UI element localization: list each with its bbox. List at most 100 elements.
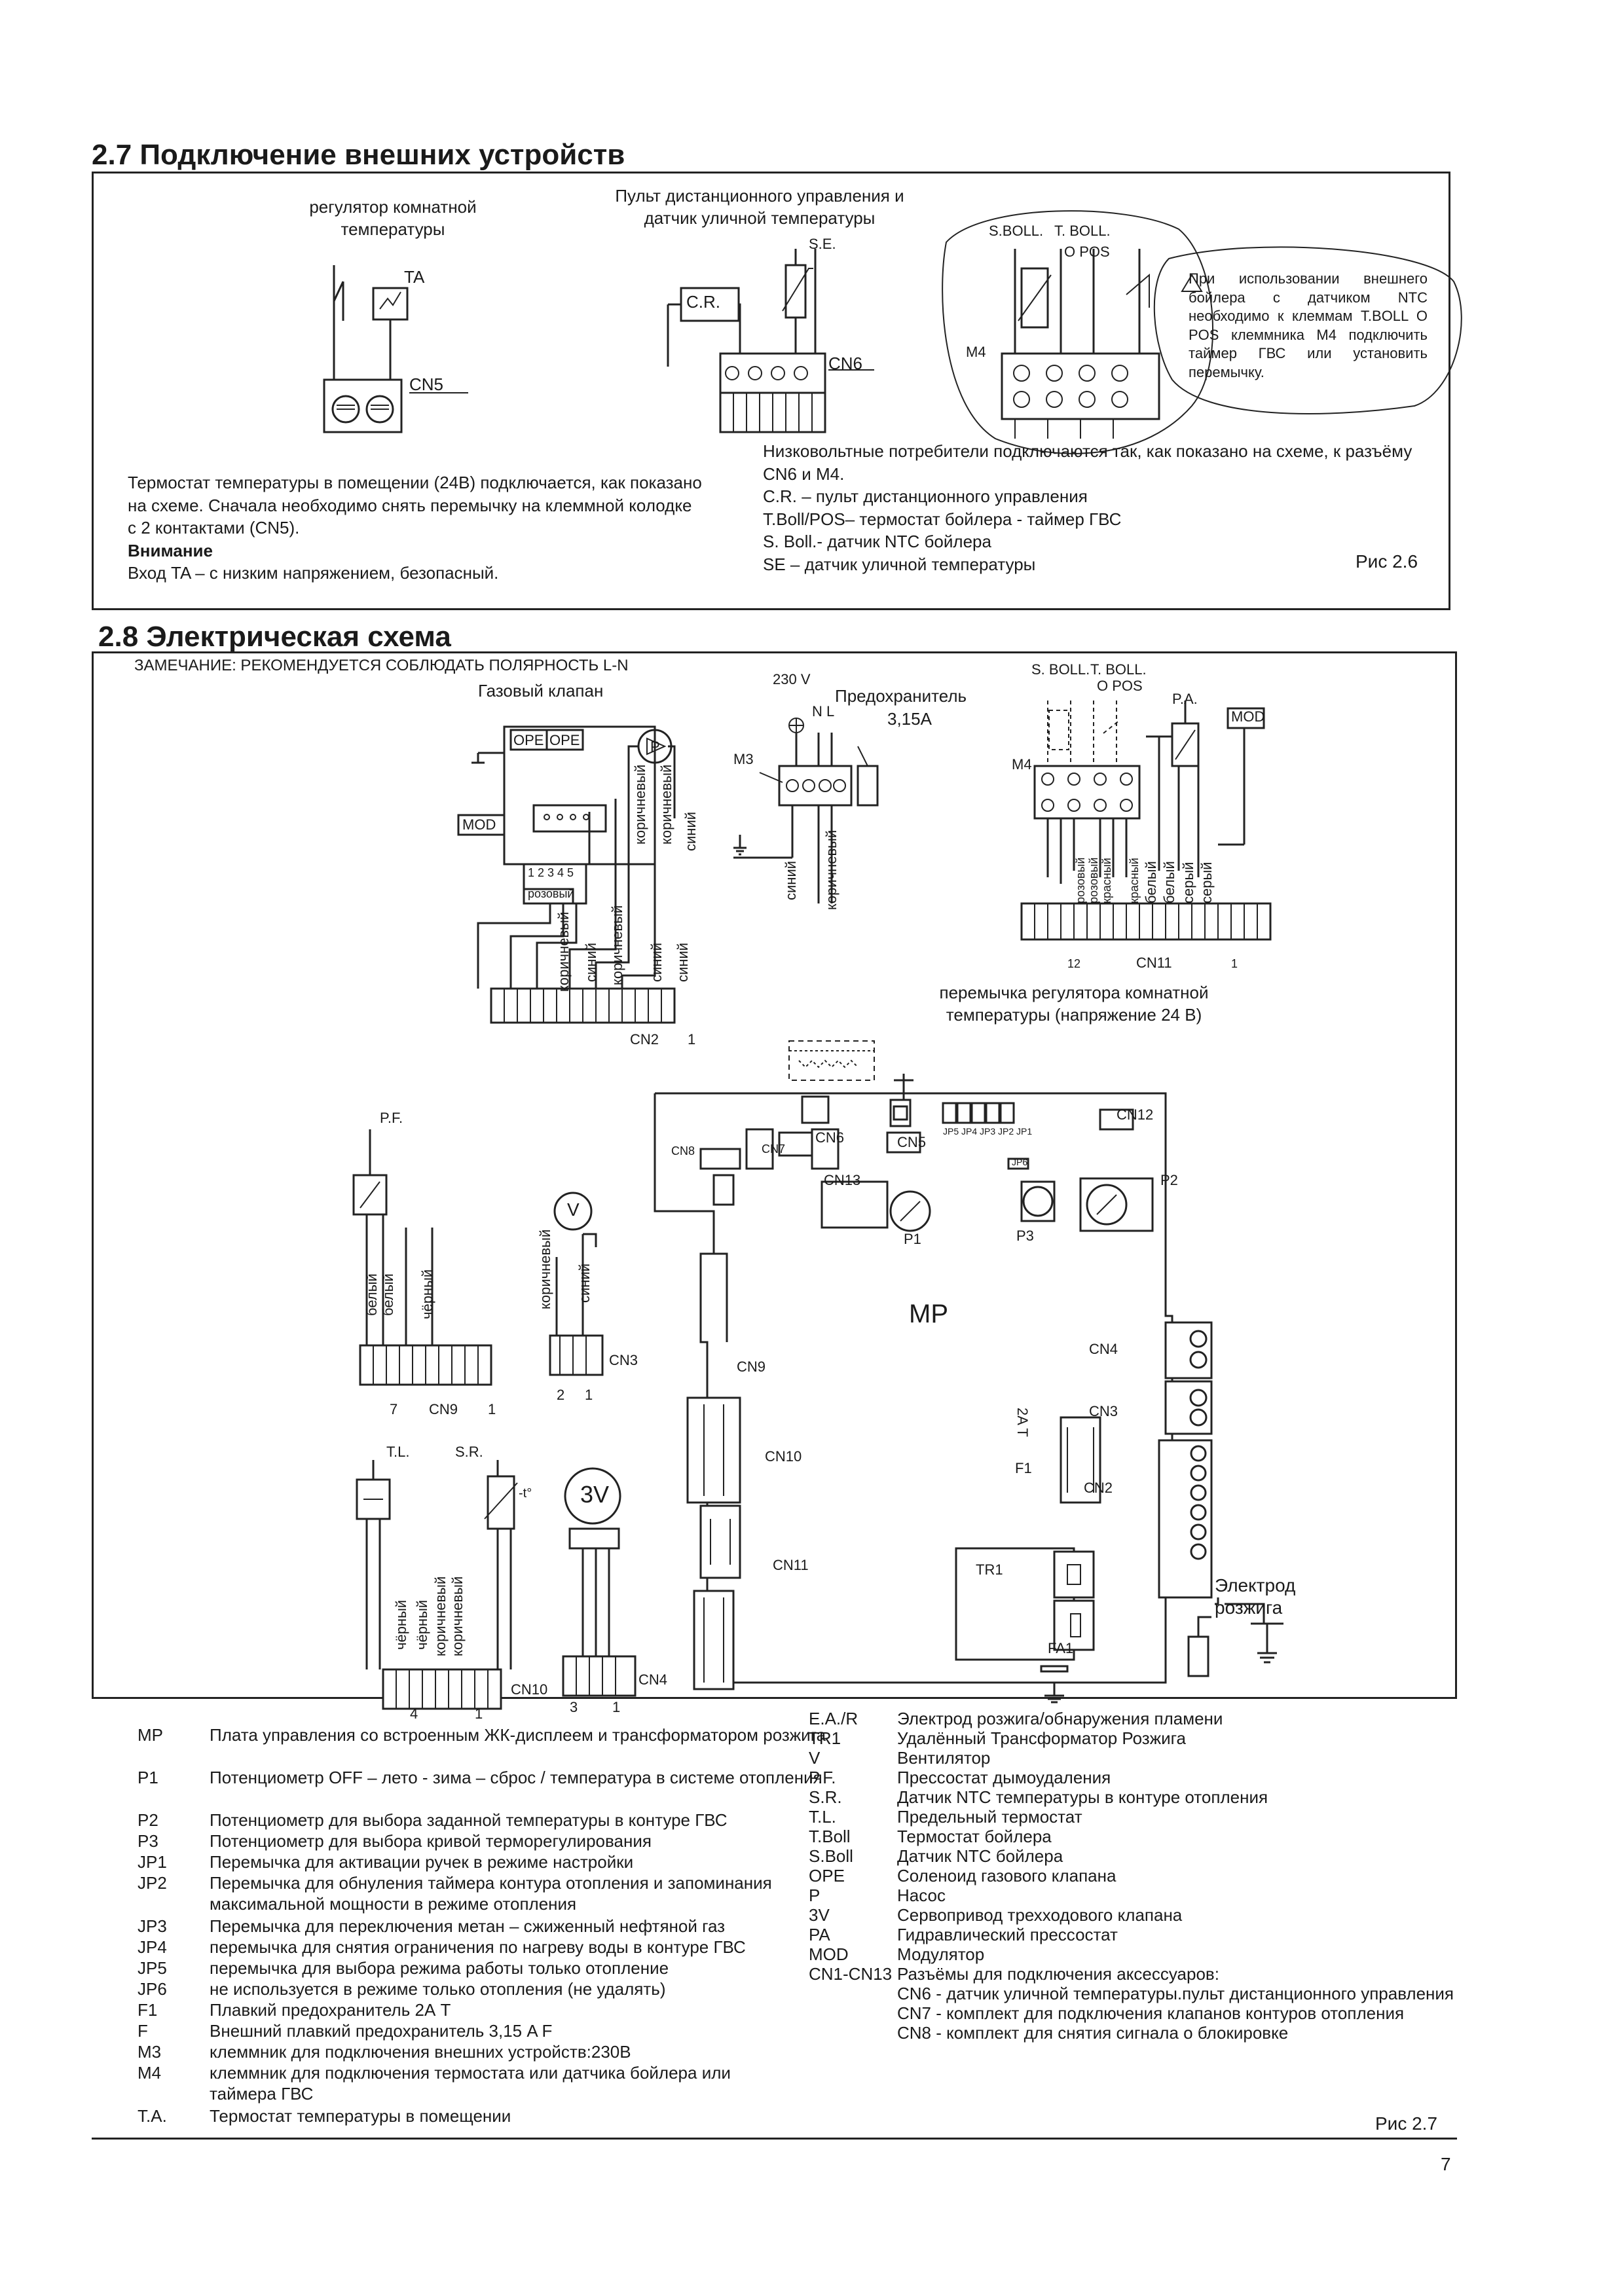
opos-label: O POS bbox=[1064, 244, 1110, 260]
tl-label: T.L. bbox=[386, 1444, 410, 1460]
cn13-label: CN13 bbox=[824, 1172, 861, 1188]
cn3-board-label: CN3 bbox=[1089, 1403, 1118, 1419]
low-voltage-paragraph: Низковольтные потребители подключаются т… bbox=[763, 441, 1412, 574]
wire-red-1: красный bbox=[1100, 858, 1113, 903]
wire-brown-3: коричневый bbox=[632, 764, 648, 845]
section-28-title: 2.8 Электрическая схема bbox=[98, 621, 451, 653]
fuse-value: 3,15A bbox=[887, 709, 932, 729]
wire-brown-2: коричневый bbox=[609, 905, 625, 985]
pins-label: 1 2 3 4 5 bbox=[528, 866, 574, 879]
ta-cn5-diagram bbox=[323, 265, 468, 433]
m3-mains-diagram bbox=[733, 718, 879, 903]
wire-black-3: чёрный bbox=[414, 1599, 430, 1650]
pf-cn9-diagram bbox=[352, 1129, 492, 1386]
mod-label: MOD bbox=[462, 816, 496, 833]
valve-3v-label: 3V bbox=[580, 1481, 610, 1508]
cn9-pin7: 7 bbox=[390, 1401, 398, 1417]
section-27-frame bbox=[92, 172, 1450, 610]
p2-label: P2 bbox=[1160, 1172, 1178, 1188]
room-thermostat-paragraph: Термостат температуры в помещении (24В) … bbox=[128, 473, 702, 583]
m3-label: M3 bbox=[733, 751, 754, 767]
ope2-label: OPE bbox=[549, 732, 580, 748]
cn5-label: CN5 bbox=[409, 374, 444, 394]
fa1-label: FA1 bbox=[1048, 1640, 1074, 1656]
cn4-board-label: CN4 bbox=[1089, 1341, 1118, 1357]
cn10-label: CN10 bbox=[511, 1681, 548, 1698]
cn4-pin1: 1 bbox=[612, 1699, 621, 1715]
cn2-label: CN2 bbox=[630, 1031, 659, 1048]
wire-blue-5: синий bbox=[783, 860, 799, 900]
cr-se-cn6-diagram bbox=[667, 249, 874, 433]
cn10-pin1: 1 bbox=[475, 1705, 483, 1722]
wire-white-4: белый bbox=[380, 1273, 396, 1316]
cn11-pin12: 12 bbox=[1067, 957, 1081, 970]
cn11-top-label: CN11 bbox=[1136, 955, 1172, 971]
wire-brown-4: коричневый bbox=[658, 764, 674, 845]
wire-grey-2: серый bbox=[1198, 862, 1215, 903]
sboll-top-label: S. BOLL. bbox=[1031, 661, 1090, 678]
cn10-board-label: CN10 bbox=[765, 1448, 802, 1465]
v230-label: 230 V bbox=[773, 671, 811, 687]
fuse-label: Предохранитель bbox=[835, 686, 967, 706]
jp6-label: JP6 bbox=[1012, 1157, 1028, 1167]
cn9-pin1: 1 bbox=[488, 1401, 496, 1417]
wire-brown-1: коричневый bbox=[555, 911, 572, 992]
cn11-pin1: 1 bbox=[1231, 957, 1238, 970]
sr-label: S.R. bbox=[455, 1444, 483, 1460]
wire-brown-5: коричневый bbox=[823, 829, 840, 910]
pump-p-label: P bbox=[650, 738, 660, 755]
wire-blue-6: синий bbox=[576, 1263, 593, 1303]
wire-white-2: белый bbox=[1161, 861, 1177, 903]
cn3-label: CN3 bbox=[609, 1352, 638, 1368]
electrode-label: Электрод розжига bbox=[1215, 1575, 1296, 1618]
cn3-pin2: 2 bbox=[557, 1387, 565, 1403]
pf-label: P.F. bbox=[380, 1110, 403, 1126]
tboll-top-label: T. BOLL. bbox=[1090, 661, 1147, 678]
cn6-label: CN6 bbox=[828, 354, 863, 373]
fan-cn3-diagram bbox=[549, 1192, 604, 1376]
cn12-label: CN12 bbox=[1116, 1106, 1154, 1123]
wire-brown-7: коричневый bbox=[432, 1576, 449, 1656]
pink-label: розовый bbox=[528, 887, 574, 900]
valve-3v-cn4-diagram bbox=[562, 1467, 637, 1697]
wire-black-2: чёрный bbox=[393, 1599, 409, 1650]
gas-valve-cn2-diagram bbox=[457, 725, 676, 1024]
sboll-label: S.BOLL. bbox=[989, 223, 1044, 239]
fuse-2at-label: 2A T bbox=[1014, 1408, 1031, 1437]
cr-label: C.R. bbox=[686, 292, 720, 312]
se-label: S.E. bbox=[809, 236, 836, 252]
pa-label: P.A. bbox=[1172, 691, 1198, 707]
mp-label: MP bbox=[909, 1300, 948, 1328]
cn7-label: CN7 bbox=[762, 1142, 786, 1156]
wire-blue-2: синий bbox=[648, 942, 665, 982]
warning-note: При использовании внешнего бойлера с дат… bbox=[1189, 270, 1428, 380]
fan-v-label: V bbox=[567, 1199, 580, 1220]
jp-labels: JP5 JP4 JP3 JP2 JP1 bbox=[943, 1126, 1033, 1137]
gas-valve-label: Газовый клапан bbox=[478, 681, 604, 701]
mod-pa-label: MOD bbox=[1231, 708, 1265, 725]
wire-blue-1: синий bbox=[583, 942, 599, 982]
section-28-frame bbox=[92, 651, 1457, 1699]
label-remote-control: Пульт дистанционного управления и датчик… bbox=[615, 186, 904, 228]
page-number: 7 bbox=[1441, 2154, 1451, 2174]
f1-label: F1 bbox=[1015, 1460, 1032, 1476]
polarity-note: ЗАМЕЧАНИЕ: РЕКОМЕНДУЕТСЯ СОБЛЮДАТЬ ПОЛЯР… bbox=[134, 657, 629, 674]
m4-28-label: M4 bbox=[1012, 756, 1032, 773]
ta-label: TA bbox=[404, 267, 425, 287]
wire-red-2: красный bbox=[1128, 858, 1141, 903]
m4-pa-cn11-diagram bbox=[1020, 701, 1272, 941]
m4-diagram bbox=[942, 210, 1462, 454]
opos-top-label: O POS bbox=[1097, 678, 1143, 694]
m4-label: M4 bbox=[966, 344, 986, 360]
tl-sr-cn10-diagram bbox=[356, 1460, 518, 1710]
cn4-label: CN4 bbox=[638, 1671, 668, 1688]
wire-white-1: белый bbox=[1143, 861, 1159, 903]
wire-pink-2: розовый bbox=[1087, 857, 1100, 903]
main-board-mp bbox=[654, 1040, 1213, 1704]
legend-bottom-line bbox=[92, 2138, 1457, 2140]
tr1-label: TR1 bbox=[976, 1561, 1003, 1578]
cn9-label: CN9 bbox=[429, 1401, 458, 1417]
cn6-board-label: CN6 bbox=[815, 1129, 845, 1146]
